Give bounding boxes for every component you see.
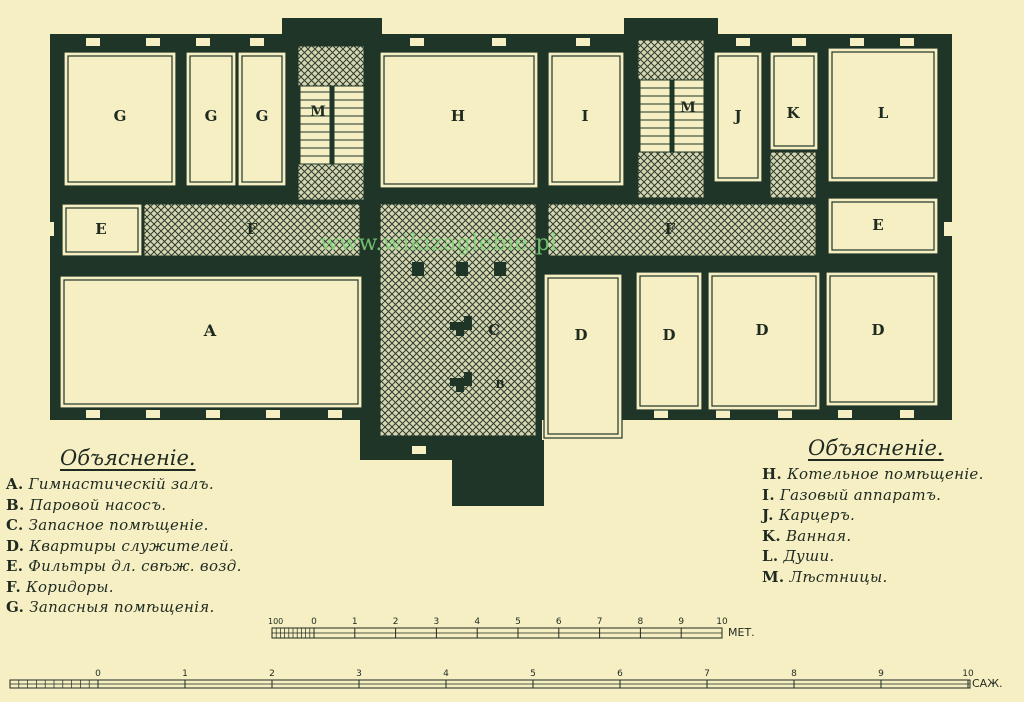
- legend-item-A: A. Гимнастическій залъ.: [6, 475, 214, 493]
- room-label-E-right: E: [872, 216, 883, 234]
- room-label-C: C: [488, 321, 500, 339]
- legend-item-L: L. Души.: [762, 547, 835, 565]
- scale-meters-unit: МЕТ.: [728, 626, 755, 639]
- room-K: [769, 51, 819, 151]
- window-openings: [44, 38, 954, 454]
- room-label-G3: G: [256, 107, 269, 125]
- sazhen-tick-label-8: 8: [791, 669, 797, 679]
- scale-meters-subdivision-label: 100: [268, 617, 283, 626]
- sazhen-tick-label-2: 2: [269, 669, 275, 679]
- legend-item-F: F. Коридоры.: [6, 577, 114, 596]
- sazhen-tick-label-1: 1: [182, 669, 188, 679]
- room-I: [547, 51, 625, 187]
- room-A: [59, 275, 363, 409]
- room-label-D4: D: [871, 321, 884, 339]
- room-labels: G G G M H I M J K L E F F E A C B D D D …: [95, 100, 888, 391]
- room-E-left: [61, 203, 143, 257]
- room-label-L: L: [878, 104, 889, 122]
- room-label-M1: M: [310, 104, 326, 120]
- room-label-D2: D: [662, 326, 675, 344]
- room-label-M2: M: [680, 100, 696, 116]
- scale-meters: 0 1 2 3 4 5 6 7 8 9 10 100 МЕТ.: [268, 617, 755, 639]
- legend-item-G: G. Запасныя помѣщенія.: [6, 598, 215, 616]
- meter-tick-label-1: 1: [352, 617, 358, 627]
- sazhen-tick-label-3: 3: [356, 669, 362, 679]
- legend-right-list: H. Котельное помѣщеніе. I. Газовый аппар…: [762, 464, 984, 587]
- pillars: [412, 262, 506, 392]
- room-H: [379, 51, 539, 189]
- room-label-D3: D: [755, 321, 768, 339]
- room-label-D1: D: [574, 326, 587, 344]
- watermark-text: www.wikizaglebie.pl: [320, 231, 558, 256]
- hatched-zones: [143, 39, 817, 437]
- sazhen-tick-label-9: 9: [878, 669, 884, 679]
- room-G3: [237, 51, 287, 187]
- meter-tick-label-5: 5: [515, 617, 521, 627]
- scale-sazhen: 0 1 2 3 4 5 6 7 8 9 10 САЖ.: [9, 669, 1003, 690]
- room-label-J: J: [732, 107, 741, 125]
- room-label-A: A: [203, 321, 217, 340]
- room-label-F-right: F: [665, 220, 676, 238]
- rooms: [59, 47, 939, 439]
- legend-left-list: A. Гимнастическій залъ. B. Паровой насос…: [6, 474, 242, 618]
- legend-item-D: D. Квартиры служителей.: [6, 536, 235, 555]
- room-D4: [825, 271, 939, 407]
- legend-item-J: J. Карцеръ.: [762, 506, 856, 524]
- legend-item-B: B. Паровой насосъ.: [6, 495, 167, 514]
- room-label-H: H: [451, 107, 465, 125]
- room-label-I: I: [581, 107, 588, 125]
- meter-tick-label-0: 0: [311, 617, 317, 627]
- room-D2: [635, 271, 703, 411]
- meter-tick-label-3: 3: [434, 617, 440, 627]
- legend-right: Объясненіе. H. Котельное помѣщеніе. I. Г…: [762, 436, 984, 587]
- sazhen-tick-label-10: 10: [962, 669, 974, 679]
- legend-item-E: E. Фильтры дл. свѣж. возд.: [6, 557, 242, 575]
- meter-tick-label-7: 7: [597, 617, 603, 627]
- sazhen-tick-label-6: 6: [617, 669, 623, 679]
- legend-item-H: H. Котельное помѣщеніе.: [762, 465, 984, 483]
- scale-sazhen-unit: САЖ.: [972, 677, 1003, 690]
- sazhen-tick-label-0: 0: [95, 669, 101, 679]
- legend-item-K: K. Ванная.: [762, 526, 852, 545]
- meter-tick-label-6: 6: [556, 617, 562, 627]
- sazhen-tick-label-5: 5: [530, 669, 536, 679]
- room-label-F-left: F: [247, 220, 258, 238]
- sazhen-tick-label-4: 4: [443, 669, 449, 679]
- meter-tick-label-4: 4: [474, 617, 480, 627]
- room-label-E-left: E: [95, 220, 106, 238]
- room-J: [713, 51, 763, 183]
- room-D1: [543, 273, 623, 439]
- room-label-G1: G: [114, 107, 127, 125]
- legend-left-title: Объясненіе.: [60, 446, 196, 470]
- legend-item-M: M. Лѣстницы.: [762, 567, 888, 586]
- legend-item-C: C. Запасное помѣщеніе.: [6, 516, 209, 534]
- room-label-B: B: [495, 378, 504, 391]
- room-label-G2: G: [205, 107, 218, 125]
- meter-tick-label-9: 9: [678, 617, 684, 627]
- legend-right-title: Объясненіе.: [808, 436, 944, 460]
- legend-left: Объясненіе. A. Гимнастическій залъ. B. П…: [6, 446, 242, 618]
- legend-item-I: I. Газовый аппаратъ.: [762, 485, 942, 504]
- meter-tick-label-10: 10: [716, 617, 728, 627]
- room-D3: [707, 271, 821, 411]
- stair-treads: [299, 79, 705, 165]
- room-L: [827, 47, 939, 183]
- room-G2: [185, 51, 237, 187]
- room-E-right: [827, 197, 939, 255]
- meter-tick-label-2: 2: [393, 617, 399, 627]
- sazhen-tick-label-7: 7: [704, 669, 710, 679]
- room-label-K: K: [786, 104, 800, 122]
- meter-tick-label-8: 8: [638, 617, 644, 627]
- room-G1: [63, 51, 177, 187]
